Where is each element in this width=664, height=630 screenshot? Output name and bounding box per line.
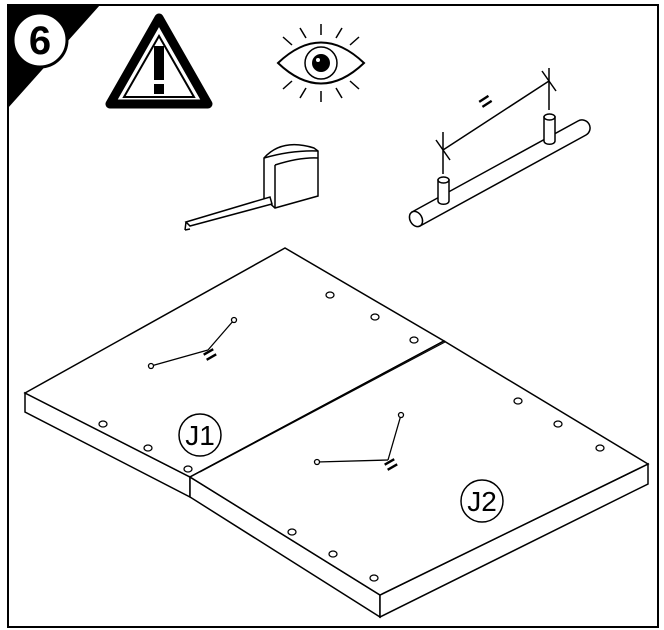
step-number-circle — [11, 11, 69, 69]
right-dowel — [543, 113, 556, 145]
j2-label-circle — [460, 479, 504, 523]
step-badge: 6 — [8, 5, 100, 108]
j1-label-circle — [178, 413, 222, 457]
panel-j2 — [188, 340, 650, 619]
j1-diagonal-marks — [147, 316, 238, 370]
panel-assembly — [23, 247, 650, 619]
j1-label: J1 — [185, 420, 215, 451]
j2-label: J2 — [467, 486, 497, 517]
j2-diagonal-marks — [313, 411, 405, 466]
frame-border — [7, 4, 659, 628]
left-dowel — [437, 176, 450, 205]
dowel-rail-icon — [408, 68, 591, 228]
warning-triangle-icon — [105, 13, 213, 109]
measure-equal-sign: = — [473, 87, 497, 115]
j1-holes — [98, 291, 419, 473]
step-number: 6 — [29, 19, 51, 63]
j2-holes — [287, 397, 605, 582]
eye-icon — [276, 24, 366, 102]
tape-measure-icon — [184, 143, 319, 231]
